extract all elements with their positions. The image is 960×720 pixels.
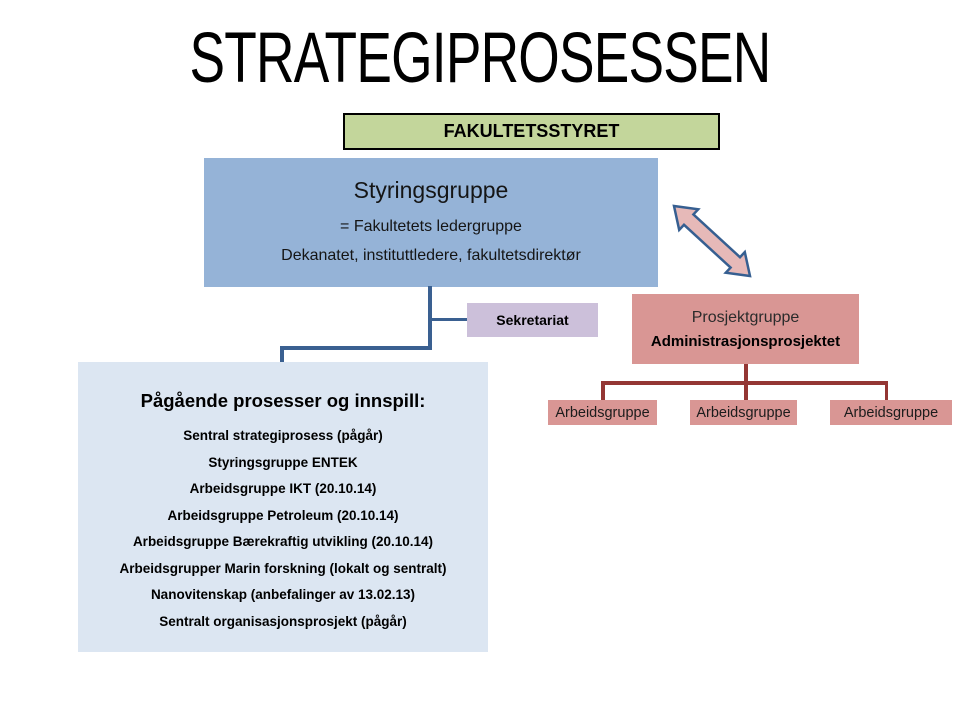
prosjektgruppe-box: Prosjektgruppe Administrasjonsprosjektet [632, 294, 859, 364]
arbeidsgruppe-box-3: Arbeidsgruppe [830, 400, 952, 425]
prosjektgruppe-subtitle: Administrasjonsprosjektet [650, 333, 841, 350]
prosesser-item: Arbeidsgruppe Bærekraftig utvikling (20.… [132, 534, 434, 549]
prosesser-item: Arbeidsgrupper Marin forskning (lokalt o… [119, 560, 447, 576]
connector-blue-drop [280, 346, 284, 363]
styringsgruppe-line1: = Fakultetets ledergruppe [340, 217, 522, 235]
fakultetsstyret-box: FAKULTETSSTYRET [343, 113, 720, 150]
prosesser-item: Sentralt organisasjonsprosjekt (pågår) [159, 613, 407, 629]
prosesser-item: Sentral strategiprosess (pågår) [183, 428, 383, 443]
fakultetsstyret-label: FAKULTETSSTYRET [443, 121, 620, 141]
prosesser-title: Pågående prosesser og innspill: [140, 390, 426, 411]
slide-title: STRATEGIPROSESSEN [189, 19, 771, 98]
sekretariat-label: Sekretariat [496, 312, 569, 328]
arbeidsgruppe-label-3: Arbeidsgruppe [843, 404, 939, 421]
prosjektgruppe-title: Prosjektgruppe [691, 309, 800, 326]
styringsgruppe-box: Styringsgruppe = Fakultetets ledergruppe… [204, 158, 658, 287]
connector-red-trunk [744, 364, 748, 382]
prosesser-item: Arbeidsgruppe Petroleum (20.10.14) [167, 507, 399, 523]
connector-red-drop-right [884, 381, 888, 401]
connector-red-drop-middle [744, 381, 748, 401]
prosesser-list: Sentral strategiprosess (pågår) Styrings… [119, 423, 446, 635]
prosesser-box: Pågående prosesser og innspill: Sentral … [78, 362, 488, 652]
connector-blue-stub-sekretariat [428, 317, 470, 321]
prosesser-item: Nanovitenskap (anbefalinger av 13.02.13) [150, 587, 416, 602]
arbeidsgruppe-label-2: Arbeidsgruppe [696, 404, 791, 421]
arbeidsgruppe-label-1: Arbeidsgruppe [555, 404, 650, 421]
connector-blue-horizontal [280, 346, 432, 350]
sekretariat-box: Sekretariat [467, 303, 598, 337]
prosesser-item: Styringsgruppe ENTEK [208, 454, 358, 470]
arbeidsgruppe-box-2: Arbeidsgruppe [690, 400, 797, 425]
styringsgruppe-title: Styringsgruppe [353, 176, 509, 203]
connector-red-drop-left [601, 381, 605, 401]
prosesser-item: Arbeidsgruppe IKT (20.10.14) [189, 481, 377, 496]
arbeidsgruppe-box-1: Arbeidsgruppe [548, 400, 657, 425]
styringsgruppe-line2: Dekanatet, instituttledere, fakultetsdir… [281, 246, 581, 264]
